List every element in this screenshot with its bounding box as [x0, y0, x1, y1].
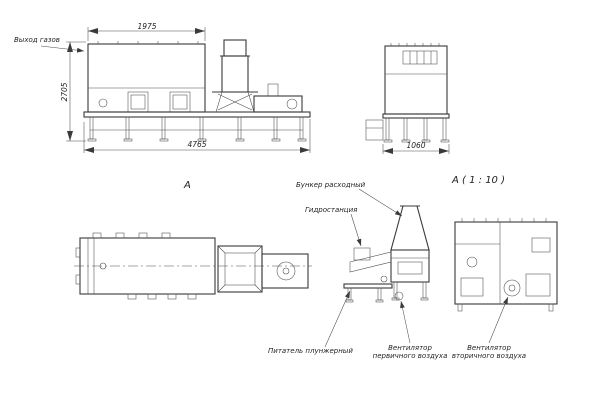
- detail-view-airbox-drawing: [454, 218, 558, 312]
- leader-secondary-fan: [488, 296, 509, 344]
- label-primary-fan-line1: Вентилятор: [388, 344, 432, 352]
- end-view-drawing: 1060: [365, 43, 450, 154]
- plan-view-drawing: [74, 232, 312, 300]
- side-view-drawing: 1975 2705 4765 Выход газов: [14, 22, 311, 153]
- dim-end-bottom: 1060: [406, 141, 425, 150]
- leader-gas-outlet: [40, 45, 85, 53]
- dim-side-top: 1975: [137, 22, 156, 31]
- dim-side-bottom: 4765: [187, 140, 206, 149]
- view-label-a: А: [183, 180, 191, 191]
- detail-view-title: А ( 1 : 10 ): [451, 175, 505, 186]
- leader-plunger-feeder: [324, 290, 351, 348]
- detail-view-callouts: Бункер расходный Гидростанция Питатель п…: [268, 181, 526, 360]
- detail-view-furnace-drawing: [343, 205, 430, 303]
- label-plunger-feeder: Питатель плунжерный: [268, 347, 353, 355]
- secondary-air-fan-shape: [503, 279, 521, 297]
- leader-primary-fan: [400, 300, 411, 344]
- primary-air-fan-shape: [394, 291, 404, 301]
- leader-hydraulic-station: [350, 213, 362, 247]
- label-secondary-fan-line1: Вентилятор: [467, 344, 511, 352]
- leader-hopper: [358, 188, 403, 217]
- label-gas-outlet: Выход газов: [14, 36, 60, 44]
- dim-side-left: 2705: [60, 82, 69, 101]
- label-hopper: Бункер расходный: [296, 181, 366, 189]
- label-secondary-fan-line2: вторичного воздуха: [452, 352, 526, 360]
- label-primary-fan-line2: первичного воздуха: [373, 352, 448, 360]
- label-hydraulic-station: Гидростанция: [305, 206, 357, 214]
